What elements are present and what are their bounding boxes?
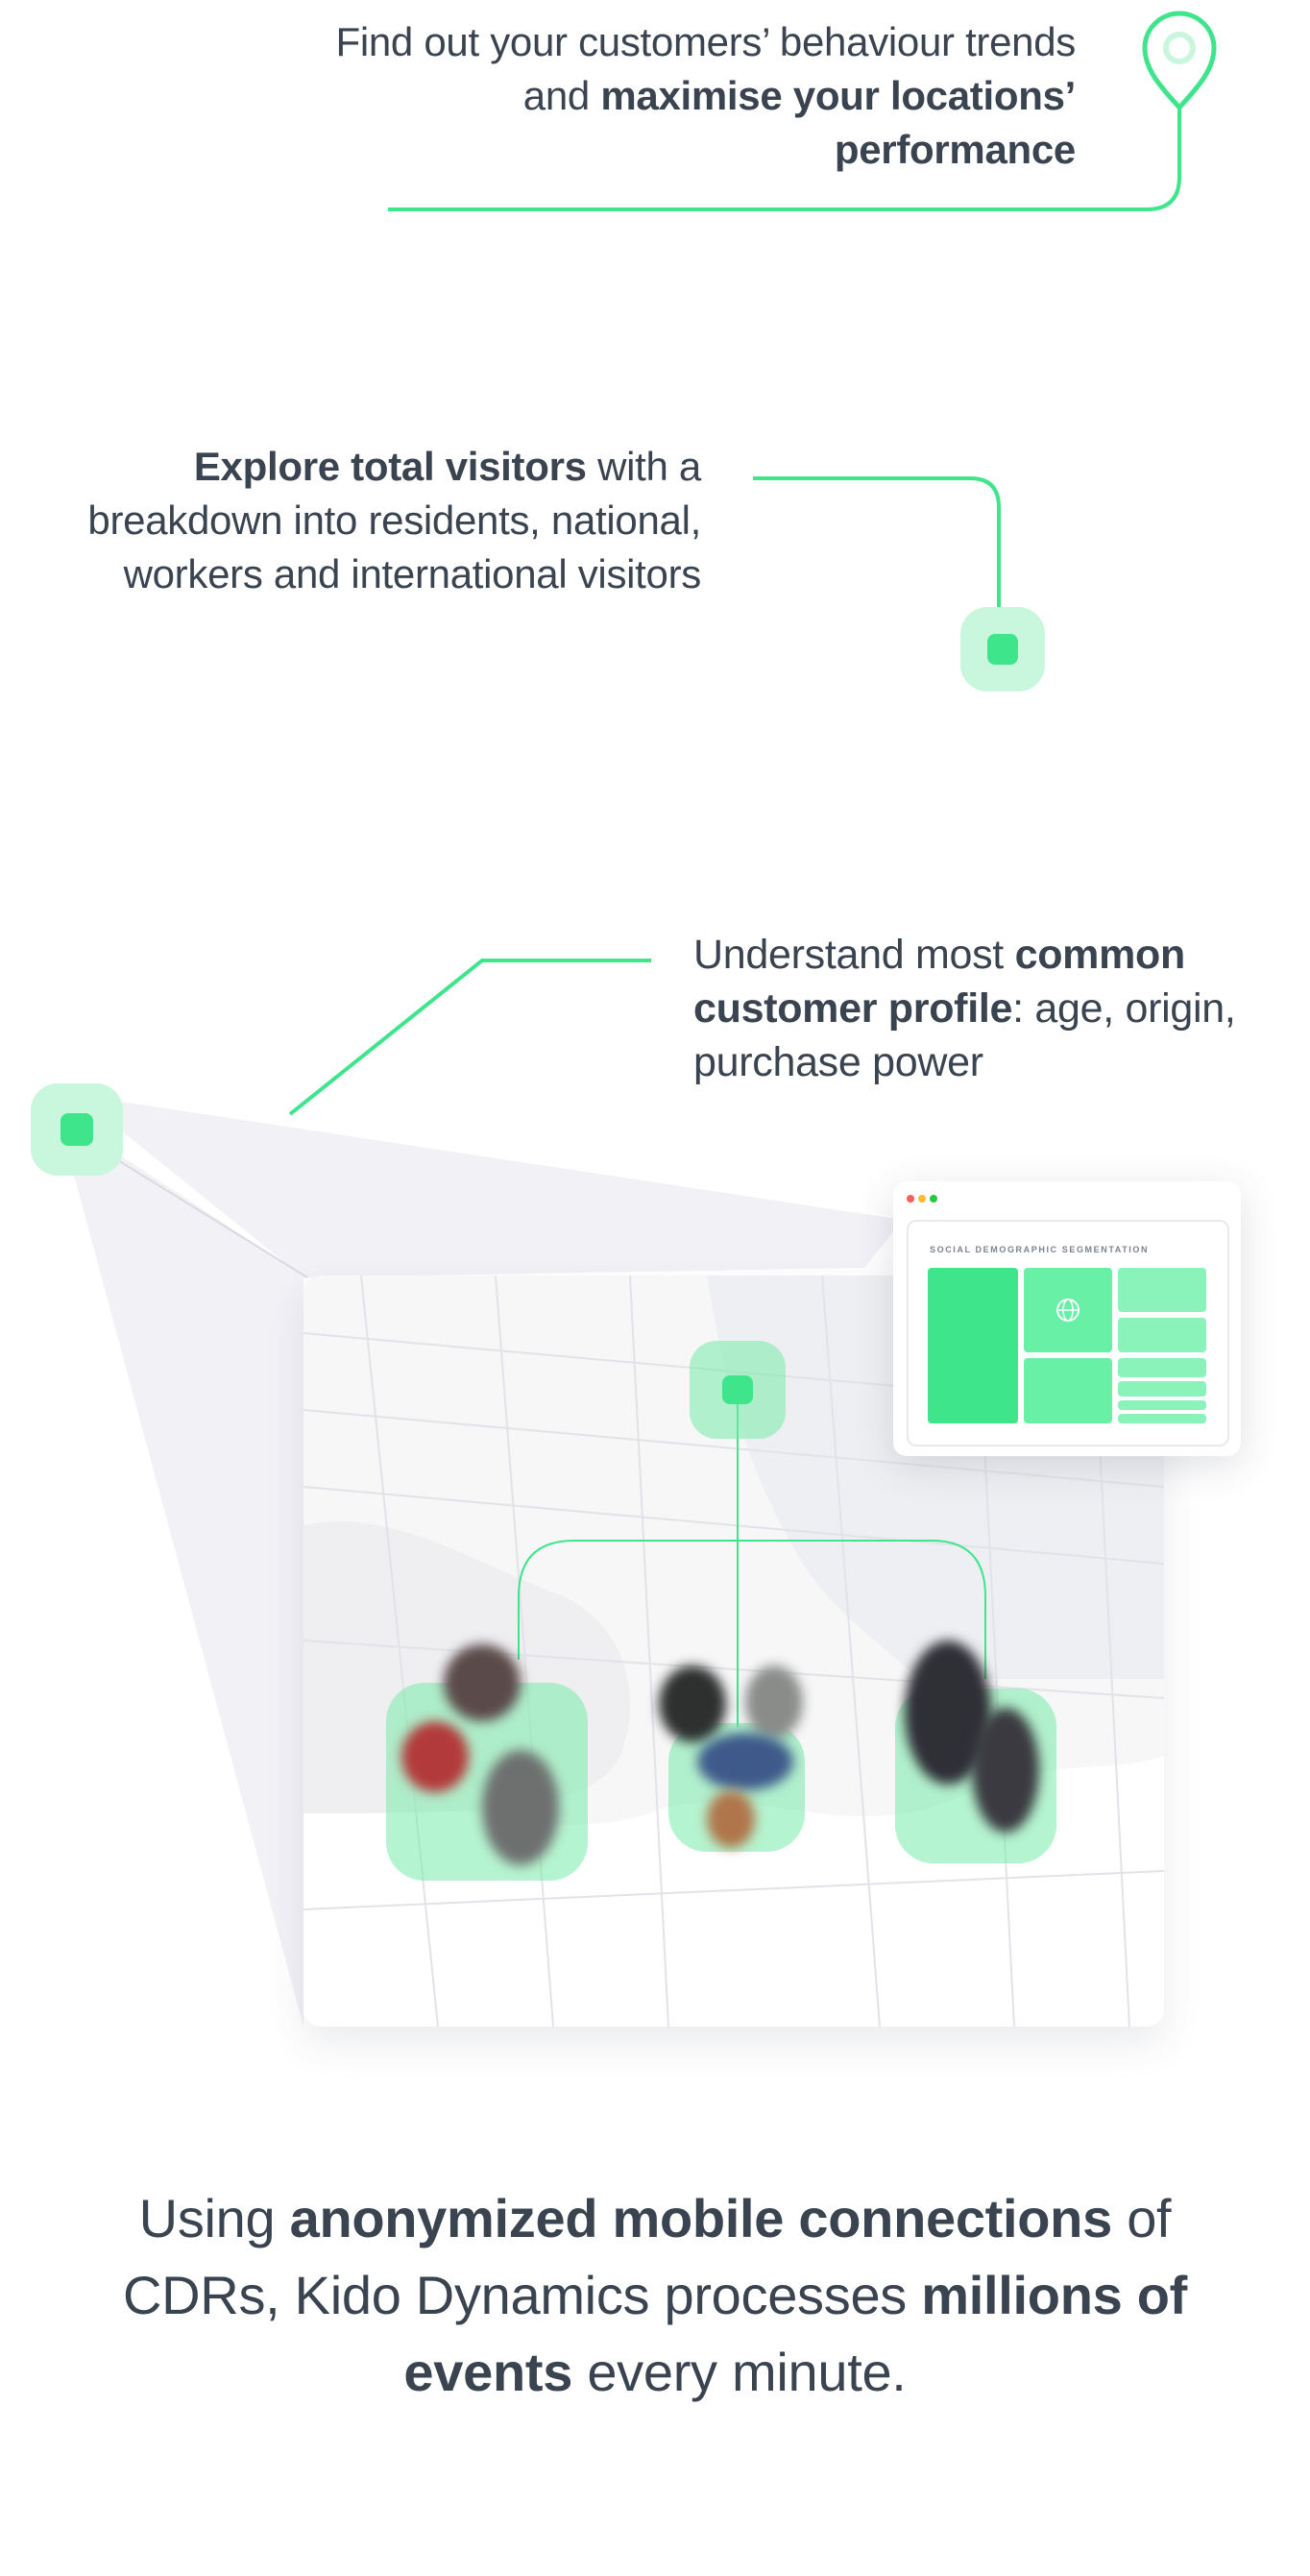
crowd-group-right (895, 1640, 1056, 1863)
segment-tile (1118, 1268, 1206, 1312)
segment-tile (1118, 1318, 1206, 1352)
section-2-text: Explore total visitors with a breakdown … (87, 444, 701, 596)
segment-tile (1118, 1358, 1206, 1377)
segment-tile (1118, 1400, 1206, 1410)
dashboard-title: SOCIAL DEMOGRAPHIC SEGMENTATION (930, 1245, 1150, 1254)
profile-node-core (61, 1113, 93, 1146)
profile-node (31, 1083, 123, 1176)
segment-tile (1024, 1268, 1112, 1352)
segmentation-dashboard: SOCIAL DEMOGRAPHIC SEGMENTATION (893, 1181, 1241, 1456)
location-pin-icon (1142, 11, 1217, 111)
map-hub-node (690, 1341, 786, 1439)
segment-tile (928, 1268, 1018, 1423)
segment-tile (1118, 1414, 1206, 1423)
footer-statement: Using anonymized mobile connections of C… (123, 2188, 1187, 2402)
visitors-node-core (987, 634, 1018, 665)
section-1-text: Find out your customers’ behaviour trend… (335, 19, 1076, 172)
globe-icon (1056, 1299, 1080, 1322)
segment-tile (1118, 1381, 1206, 1397)
segment-tile (1024, 1358, 1112, 1423)
visitors-node (960, 607, 1045, 692)
map-hub-node-core (722, 1375, 753, 1404)
section-3-text: Understand most common customer profile:… (693, 932, 1236, 1085)
crowd-group-left (386, 1644, 588, 1881)
window-controls-icon (907, 1181, 964, 1216)
dashboard-panel: SOCIAL DEMOGRAPHIC SEGMENTATION (907, 1220, 1229, 1446)
crowd-group-center (659, 1665, 805, 1852)
